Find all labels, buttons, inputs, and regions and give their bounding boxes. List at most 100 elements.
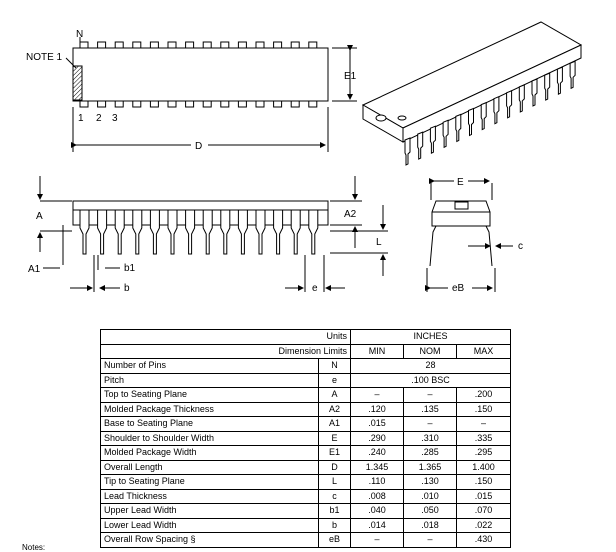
row-min: .040 [350,503,405,519]
pin-stub [308,100,318,108]
col-max-header: MAX [456,343,512,359]
row-nom: – [403,532,458,548]
label-b1: b1 [124,263,136,274]
units-value: INCHES [350,329,512,345]
package-outline-drawing: N NOTE 1 1 2 3 E1 D [26,21,583,294]
top-view [65,37,357,152]
row-nom: .050 [403,503,458,519]
top-pins-upper [79,41,318,49]
row-max: – [456,416,512,432]
pin-stub [202,41,212,49]
pin-stub [237,100,247,108]
label-a1: A1 [28,264,41,275]
row-symbol: E1 [317,445,352,461]
units-row: Units INCHES [99,329,512,345]
row-name: Lower Lead Width [100,517,319,533]
pin-stub [202,100,212,108]
side-lead [255,209,266,255]
row-name: Base to Seating Plane [100,416,319,432]
row-max: .335 [456,430,512,446]
units-label: Units [99,329,352,345]
row-nom: .010 [403,488,458,504]
row-symbol: b1 [317,503,352,519]
table-row: Top to Seating Plane A – – .200 [100,387,512,403]
row-name: Overall Row Spacing § [100,532,319,548]
side-view-body [72,200,329,226]
iso-lead [493,95,500,125]
row-symbol: A [317,387,352,403]
row-name: Molded Package Thickness [100,401,319,417]
table-row: Molded Package Width E1 .240 .285 .295 [100,445,512,461]
end-view [425,178,513,292]
pin-stub [79,41,89,49]
table-row: Pitch e .100 BSC [100,372,512,388]
isometric-pins [404,60,576,166]
row-name: Pitch [100,372,319,388]
label-pin2: 2 [96,113,102,124]
table-row: Base to Seating Plane A1 .015 – – [100,416,512,432]
pin-stub [149,100,159,108]
row-max: .022 [456,517,512,533]
row-nom: .310 [403,430,458,446]
pin-stub [132,41,142,49]
row-nom: .285 [403,445,458,461]
iso-lead [417,131,424,160]
row-name: Shoulder to Shoulder Width [100,430,319,446]
pin-stub [149,41,159,49]
row-name: Overall Length [100,459,319,475]
side-lead [185,209,196,255]
label-e1: E1 [344,71,357,82]
table-row: Tip to Seating Plane L .110 .130 .150 [100,474,512,490]
row-min: .014 [350,517,405,533]
label-e-pitch: e [312,283,318,294]
row-name: Molded Package Width [100,445,319,461]
iso-lead [404,137,411,166]
iso-lead [518,84,525,113]
row-max: 1.400 [456,459,512,475]
side-lead [132,209,143,255]
iso-lead [544,72,551,101]
label-pin1: 1 [78,113,84,124]
pin-stub [255,41,265,49]
label-n: N [76,29,83,40]
iso-lead [455,113,462,143]
pin-stub [273,41,283,49]
side-lead [220,209,231,255]
table-row: Molded Package Thickness A2 .120 .135 .1… [100,401,512,417]
isometric-view [361,21,583,166]
pin-stub [290,100,300,108]
row-max: .295 [456,445,512,461]
iso-lead [480,101,487,131]
pin-stub [273,100,283,108]
row-symbol: e [317,372,352,388]
side-lead [149,209,160,255]
row-name: Number of Pins [100,358,319,374]
side-view [37,176,388,292]
row-min: – [350,532,405,548]
row-nom: – [403,416,458,432]
row-symbol: L [317,474,352,490]
label-l: L [376,237,382,248]
row-name: Tip to Seating Plane [100,474,319,490]
row-min: 1.345 [350,459,405,475]
col-min-header: MIN [350,343,405,359]
pin-stub [132,100,142,108]
row-max: .200 [456,387,512,403]
row-min: .110 [350,474,405,490]
iso-lead [569,60,576,90]
row-nom: 1.365 [403,459,458,475]
label-eb: eB [452,283,465,294]
pin-stub [167,100,177,108]
pin1-notch [72,65,83,101]
row-value: 28 [350,358,512,374]
side-lead [308,209,319,255]
side-lead [202,209,213,255]
row-min: .015 [350,416,405,432]
pin-stub [185,41,195,49]
row-name: Lead Thickness [100,488,319,504]
row-value: .100 BSC [350,372,512,388]
row-min: .290 [350,430,405,446]
label-b: b [124,283,130,294]
label-pin3: 3 [112,113,118,124]
row-symbol: E [317,430,352,446]
